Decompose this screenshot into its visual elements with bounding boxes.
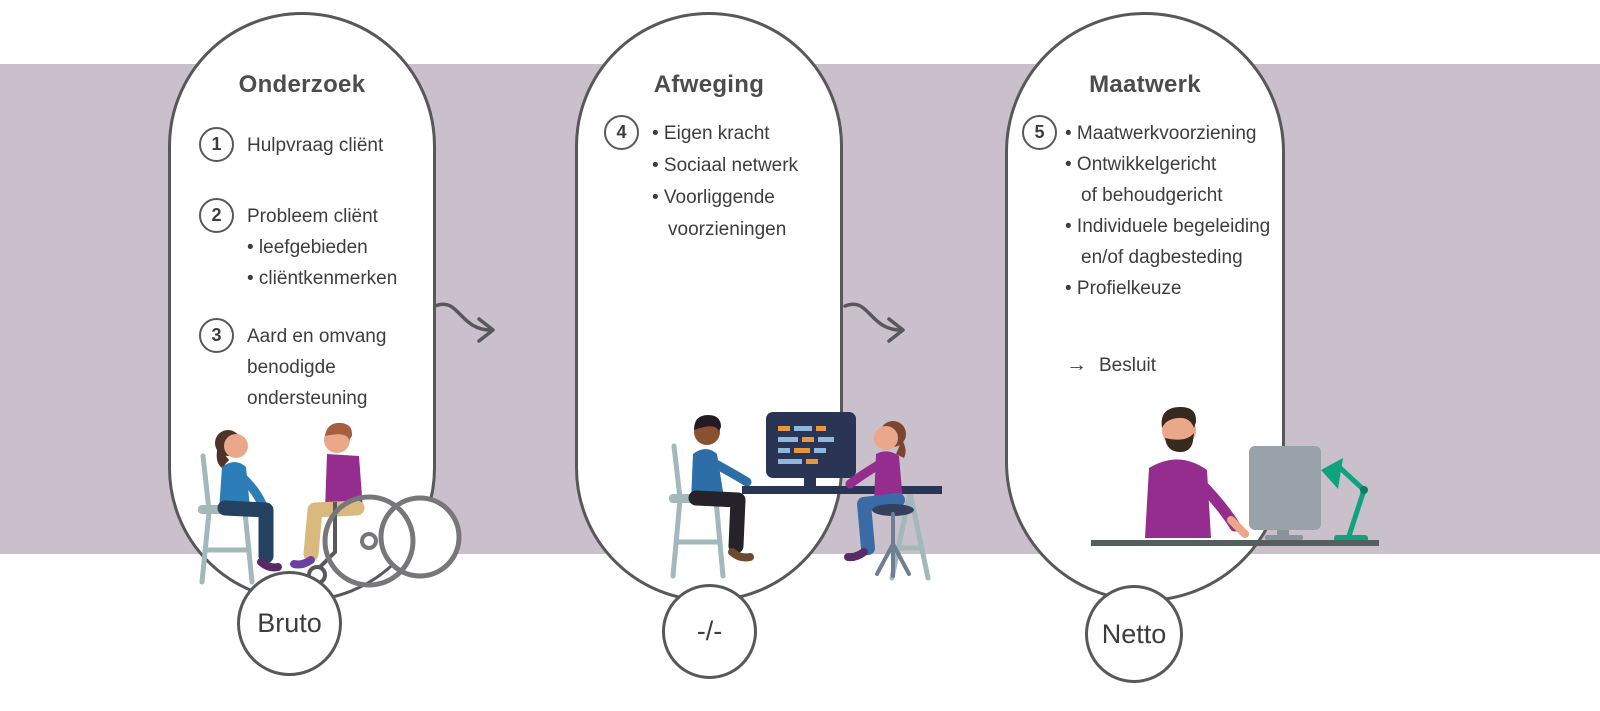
caseworker-computer-illustration	[1091, 406, 1379, 546]
step-line: • Individuele begeleiding	[1065, 216, 1271, 237]
badge-minus: -/-	[662, 584, 757, 679]
step-1-number-badge: 1	[199, 127, 234, 162]
step-line: en/of dagbesteding	[1081, 247, 1243, 268]
step-3-text: Aard en omvang benodigde ondersteuning	[247, 318, 386, 414]
step-line: benodigde	[247, 357, 336, 378]
step-line: Aard en omvang	[247, 326, 387, 347]
step-line: • leefgebieden	[247, 237, 368, 258]
flow-arrow-1-icon	[433, 302, 495, 343]
step-line: • Eigen kracht	[652, 123, 770, 144]
step-2: 2 Probleem cliënt • leefgebieden • cliën…	[199, 198, 397, 294]
step-line: voorzieningen	[668, 219, 787, 240]
step-line: • Maatwerkvoorziening	[1065, 123, 1257, 144]
stage-panel-maatwerk: Maatwerk 5 • Maatwerkvoorziening • Ontwi…	[1005, 12, 1285, 602]
step-4-text: • Eigen kracht • Sociaal netwerk • Voorl…	[652, 115, 798, 246]
stage-title-maatwerk: Maatwerk	[1089, 71, 1201, 98]
step-line: • Voorliggende	[652, 187, 775, 208]
client-interview-illustration	[198, 422, 462, 588]
step-line: of behoudgericht	[1081, 185, 1223, 206]
stage-title-onderzoek: Onderzoek	[238, 71, 366, 98]
step-line: Probleem cliënt	[247, 206, 378, 227]
step-2-number-badge: 2	[199, 198, 234, 233]
step-5-text: • Maatwerkvoorziening • Ontwikkelgericht…	[1065, 115, 1270, 304]
step-3: 3 Aard en omvang benodigde ondersteuning	[199, 318, 386, 414]
step-5: 5 • Maatwerkvoorziening • Ontwikkelgeric…	[1022, 115, 1270, 304]
besluit-row: → Besluit	[1066, 353, 1156, 377]
step-line: ondersteuning	[247, 388, 368, 409]
step-line: • Sociaal netwerk	[652, 155, 799, 176]
step-line: Hulpvraag cliënt	[247, 135, 384, 156]
step-line: • cliëntkenmerken	[247, 268, 398, 289]
step-1-text: Hulpvraag cliënt	[247, 127, 383, 161]
flow-arrow-2-icon	[843, 302, 905, 343]
stage-title-afweging: Afweging	[653, 71, 765, 98]
step-5-number-badge: 5	[1022, 115, 1057, 150]
besluit-label: Besluit	[1099, 355, 1157, 376]
badge-bruto: Bruto	[237, 571, 342, 676]
step-4: 4 • Eigen kracht • Sociaal netwerk • Voo…	[604, 115, 798, 246]
assessment-meeting-illustration	[669, 412, 942, 581]
step-line: • Profielkeuze	[1065, 278, 1182, 299]
step-line: • Ontwikkelgericht	[1065, 154, 1217, 175]
step-2-text: Probleem cliënt • leefgebieden • cliëntk…	[247, 198, 397, 294]
step-3-number-badge: 3	[199, 318, 234, 353]
step-1: 1 Hulpvraag cliënt	[199, 127, 383, 162]
badge-netto: Netto	[1085, 585, 1183, 683]
step-4-number-badge: 4	[604, 115, 639, 150]
right-arrow-icon: →	[1066, 353, 1087, 376]
